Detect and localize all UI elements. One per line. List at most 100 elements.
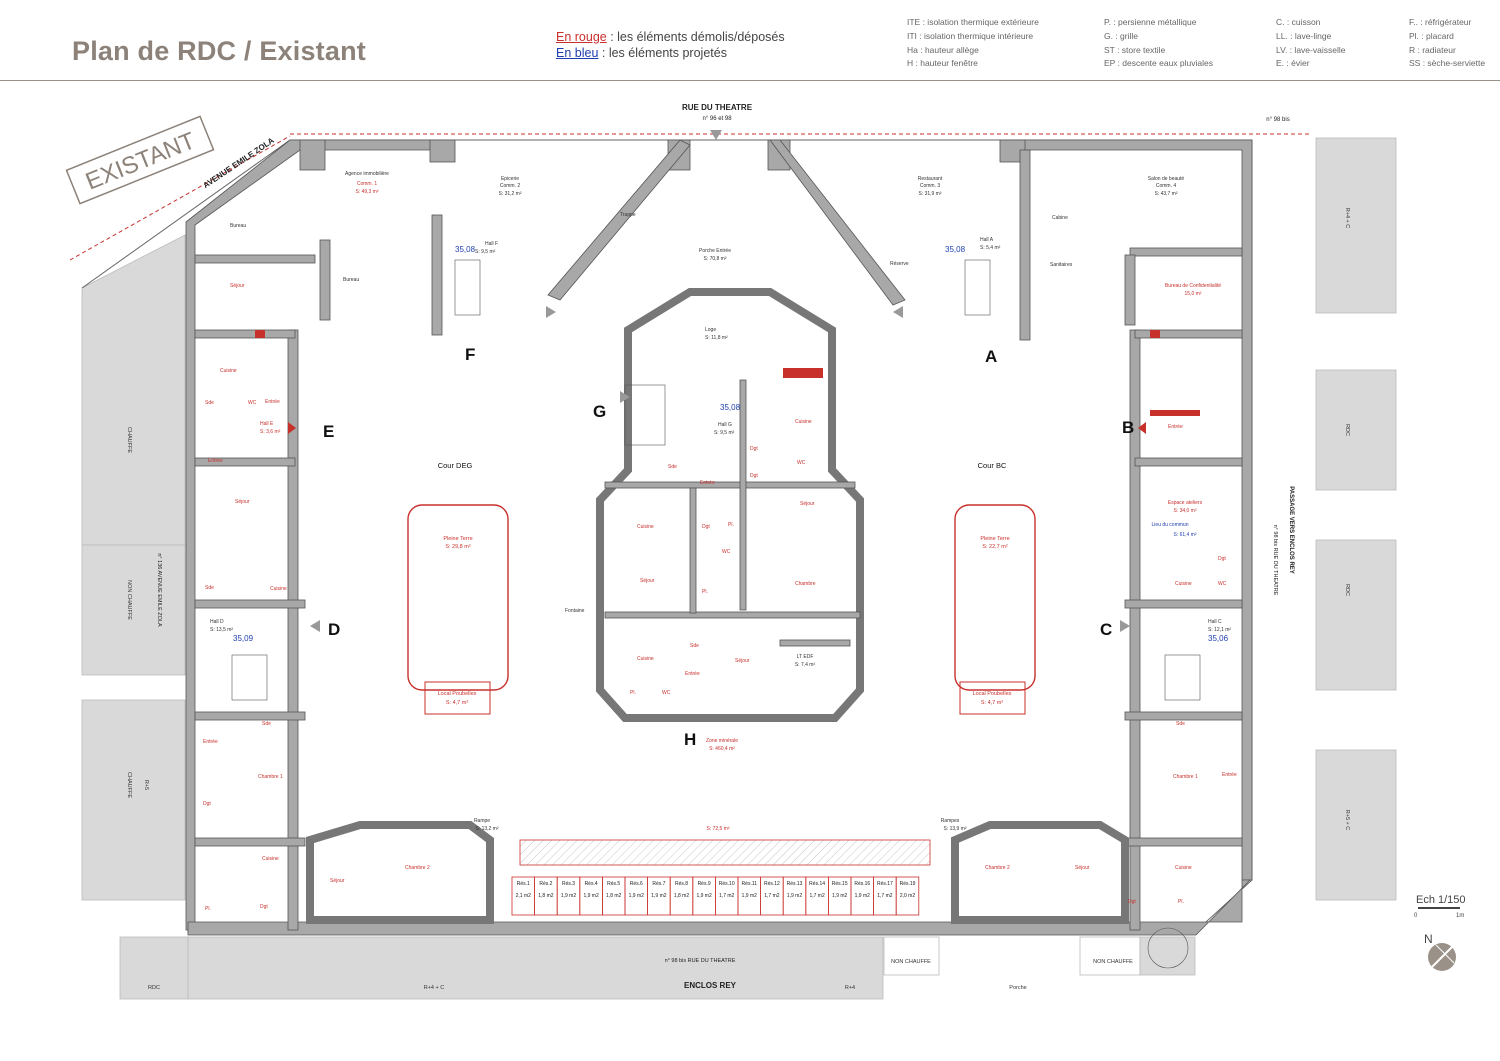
north-arrow-icon: N (1424, 932, 1456, 971)
neighbor-buildings (81, 137, 1397, 1000)
abbr-ep: EP : descente eaux pluviales (1104, 58, 1213, 68)
stair-d (231, 654, 268, 701)
level-hall-c: 35,06 (1208, 634, 1229, 643)
bed-bc-label: Pleine Terre (980, 536, 1009, 542)
room-dgt: Dgt (750, 446, 758, 452)
entry-marker (620, 391, 630, 403)
bins-deg (424, 681, 491, 715)
legend-red-key: En rouge (556, 30, 607, 44)
room-chambre: Chambre (795, 581, 816, 587)
wall-block (1129, 247, 1243, 257)
room-wc: WC (797, 460, 806, 466)
room-rampe-e-area: S: 13,9 m² (943, 826, 966, 832)
neighbor-label: RDC (1344, 424, 1350, 436)
bins-bc (959, 681, 1026, 715)
wall-block (429, 139, 456, 163)
wall-south (187, 879, 1251, 936)
room-agence-area: S: 49,3 m² (355, 189, 378, 195)
room-bureau: Bureau (343, 277, 359, 283)
reserve-area: 1,9 m2 (561, 893, 577, 899)
neighbor-label: CHAUFFE (126, 772, 132, 798)
wall-block (431, 214, 443, 336)
reserve-area: 1,7 m2 (719, 893, 735, 899)
reserve-label: Rés.17 (877, 881, 893, 887)
scale-one: 1m (1456, 913, 1464, 919)
reserve-label: Rés.15 (832, 881, 848, 887)
bed-deg-area: S: 29,8 m² (445, 544, 471, 550)
abbr-st: ST : store textile (1104, 45, 1166, 55)
room-sde: Sde (668, 464, 677, 470)
room-salon-area: S: 43,7 m² (1154, 191, 1177, 197)
stair-a (964, 259, 991, 316)
neighbor-label: NON CHAUFFE (891, 959, 931, 965)
room-hall-d-area: S: 13,5 m² (210, 627, 233, 633)
room-trappe: Trappe (620, 212, 636, 218)
reserve-area: 1,9 m2 (651, 893, 667, 899)
header-rule (0, 80, 1500, 81)
room-salon: Salon de beauté (1148, 176, 1185, 182)
reserve-area: 2,0 m2 (900, 893, 916, 899)
room-epicerie-sub: Comm. 2 (500, 183, 521, 189)
bed-deg-label: Pleine Terre (443, 536, 472, 542)
abbr-f: F.. : réfrigérateur (1409, 17, 1472, 27)
bins-bc-label: Local Poubelles (973, 691, 1012, 697)
room-hall-g-area: S: 9,5 m² (714, 430, 735, 436)
room-cuisine: Cuisine (1175, 865, 1192, 871)
abbr-h: H : hauteur fenêtre (907, 58, 978, 68)
hall-letter-h: H (684, 730, 696, 749)
street-south: ENCLOS REY (684, 981, 737, 990)
stair-f (454, 259, 481, 316)
room-lt-edf: LT EDF (797, 654, 814, 660)
neighbor-label: R+4 + C (1344, 208, 1350, 229)
wall-east-strip-4 (1124, 599, 1243, 609)
room-rampe-w: Rampe (474, 818, 490, 824)
reserve-label: Rés.10 (719, 881, 735, 887)
central-partition-5 (779, 639, 851, 647)
room-dgt: Dgt (1128, 899, 1136, 905)
reserve-label: Rés.4 (585, 881, 598, 887)
room-chambre-2: Chambre 2 (405, 865, 430, 871)
reserve-label: Rés.19 (900, 881, 916, 887)
room-sejour: Séjour (1075, 865, 1090, 871)
room-agence: Agence immobilière (345, 171, 389, 177)
neighbor-label: R+5 (143, 780, 149, 790)
neighbor-south-left (119, 936, 189, 1000)
abbr-e: E. : évier (1276, 58, 1310, 68)
reserve-label: Rés.2 (539, 881, 552, 887)
room-restaurant-area: S: 31,9 m² (918, 191, 941, 197)
room-labels: Porche Entrée S: 70,8 m² Agence immobili… (203, 171, 1237, 912)
reserve-area: 1,8 m2 (538, 893, 554, 899)
reserve-area: 1,8 m2 (606, 893, 622, 899)
reserve-label: Rés.8 (675, 881, 688, 887)
room-commun-area: S: 61,4 m² (1173, 532, 1196, 538)
hall-letter-c: C (1100, 620, 1112, 639)
room-hall-f: Hall F (485, 241, 498, 247)
scale-zero: 0 (1414, 913, 1418, 919)
room-dgt: Dgt (702, 524, 710, 530)
room-dgt: Dgt (260, 904, 268, 910)
bed-bc-area: S: 22,7 m² (982, 544, 1008, 550)
neighbor-west-low (81, 699, 186, 901)
bins-deg-label: Local Poubelles (438, 691, 477, 697)
scale-label: Ech 1/150 (1416, 894, 1466, 906)
central-partition-4 (689, 487, 697, 614)
room-bureau-conf: Bureau de Confidentialité (1165, 283, 1221, 289)
legend-blue-key: En bleu (556, 46, 599, 60)
room-espace-area: S: 34,0 m² (1173, 508, 1196, 514)
reserve-label: Rés.16 (854, 881, 870, 887)
room-sde: Sde (690, 643, 699, 649)
demolition-marks (255, 330, 1200, 434)
hatched-sidewalk (519, 839, 931, 866)
hall-letter-g: G (593, 402, 606, 421)
neighbor-label: RDC (1344, 584, 1350, 596)
street-east: PASSAGE VERS ENCLOS REY (1288, 486, 1294, 574)
reserve-area: 2,1 m2 (516, 893, 532, 899)
wall-west-strip-6 (194, 837, 306, 847)
hall-letter-b: B (1122, 418, 1134, 437)
room-reserve: Réserve (890, 261, 909, 267)
room-sejour: Séjour (235, 499, 250, 505)
hall-letter-e: E (323, 422, 334, 441)
room-pl: Pl. (205, 906, 211, 912)
room-sde: Sde (1176, 721, 1185, 727)
stair-c (1164, 654, 1201, 701)
